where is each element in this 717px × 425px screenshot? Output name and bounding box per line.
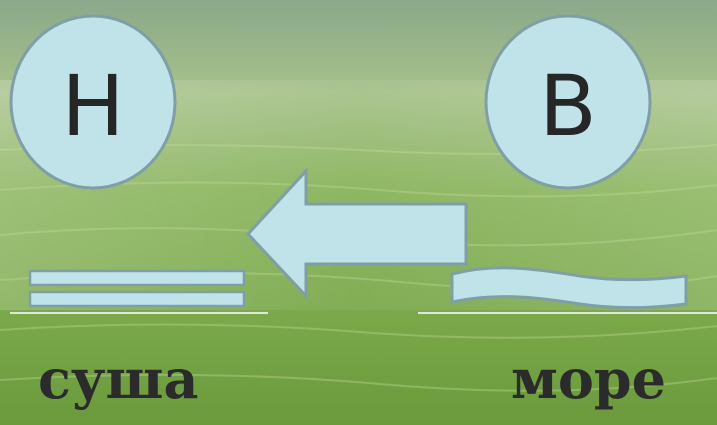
high-pressure-circle: [484, 14, 652, 190]
high-pressure-label: В: [539, 57, 597, 155]
sea-caption: море: [511, 347, 667, 411]
sea-wave-symbol: [450, 266, 688, 310]
high-pressure-marker: В: [484, 14, 652, 190]
land-symbol: [28, 269, 246, 308]
low-pressure-label: Н: [61, 57, 124, 155]
low-pressure-marker: Н: [9, 14, 177, 190]
wind-arrow: [245, 167, 468, 300]
land-bar-bottom: [28, 290, 246, 308]
low-pressure-circle: [9, 14, 177, 190]
land-caption: суша: [38, 347, 199, 411]
land-bar-top: [28, 269, 246, 287]
